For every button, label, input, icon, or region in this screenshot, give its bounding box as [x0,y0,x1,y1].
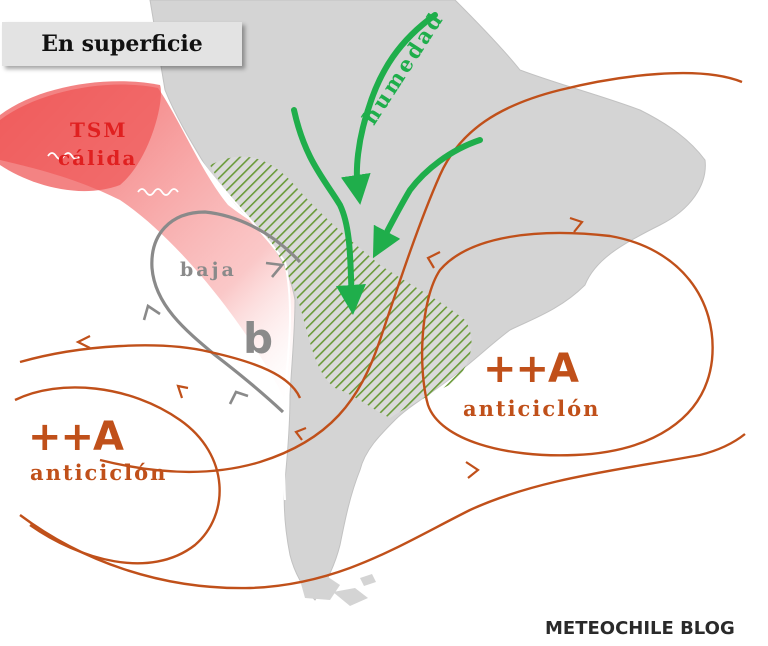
high-flow-arrows [75,216,584,479]
wave-icon [47,152,179,196]
low-flow-arrow [228,390,249,405]
title-box: En superficie [2,22,242,66]
low-pressure-symbol: b [243,314,274,363]
credit-label: METEOCHILE BLOG [545,618,735,639]
warm-sst-label-line1: TSM [70,118,128,142]
high-pressure-isobars [14,71,746,590]
low-flow-arrow [265,261,285,278]
page-title: En superficie [41,31,203,57]
pacific-high-symbol: ++A [28,414,124,460]
low-pressure-isobar [150,210,302,414]
low-flow-arrow [142,303,161,321]
low-pressure-label: baja [180,259,237,281]
atlantic-high-label: anticiclón [463,396,601,421]
atlantic-high-symbol: ++A [483,346,579,392]
pacific-high-label: anticiclón [30,460,168,485]
humidity-flow [291,12,483,315]
warm-sst-label-line2: cálida [58,146,138,170]
